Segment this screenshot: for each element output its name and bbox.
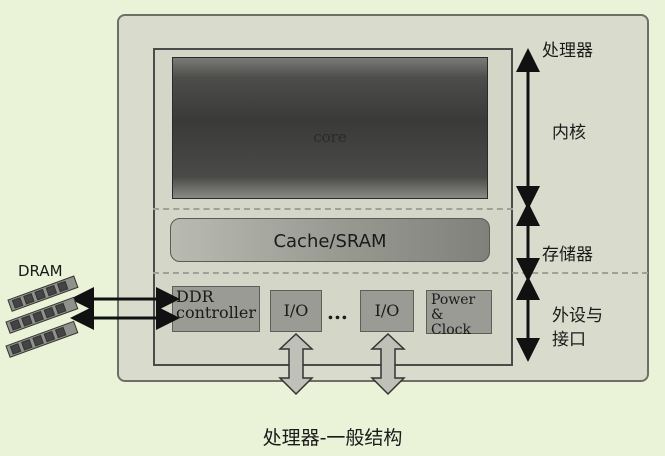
processor-label: 处理器 xyxy=(542,41,593,61)
clock-label: Clock xyxy=(431,322,471,338)
dram-modules xyxy=(5,275,79,358)
io-block-arrow-2 xyxy=(370,332,406,396)
io-block-1: I/O xyxy=(270,290,322,332)
core-label: core xyxy=(313,128,347,146)
power-label: Power xyxy=(431,292,476,308)
io-block-arrow-1 xyxy=(278,332,314,396)
power-clock-block: Power & Clock xyxy=(426,290,492,338)
peripheral-side-label-line1: 外设与 xyxy=(552,306,603,326)
peripheral-side-label-line2: 接口 xyxy=(552,330,586,350)
ampersand-label: & xyxy=(431,307,444,323)
core-side-label: 内核 xyxy=(552,123,586,143)
ddr-label-line1: DDR xyxy=(176,287,214,306)
cache-sram-label: Cache/SRAM xyxy=(273,231,387,252)
io-label-2: I/O xyxy=(374,301,400,320)
io-label-1: I/O xyxy=(283,301,309,320)
memory-side-label: 存储器 xyxy=(542,245,593,265)
cache-sram-block xyxy=(170,218,490,262)
ddr-label-line2: controller xyxy=(176,303,256,322)
io-block-2: I/O xyxy=(360,290,414,332)
core-block xyxy=(172,57,488,199)
io-ellipsis: ... xyxy=(327,300,348,324)
ddr-controller-block: DDR controller xyxy=(172,286,260,332)
divider-memory-peripherals xyxy=(153,272,648,274)
divider-core-memory xyxy=(153,208,513,210)
diagram-caption: 处理器-一般结构 xyxy=(262,427,403,449)
dram-label: DRAM xyxy=(18,262,63,280)
